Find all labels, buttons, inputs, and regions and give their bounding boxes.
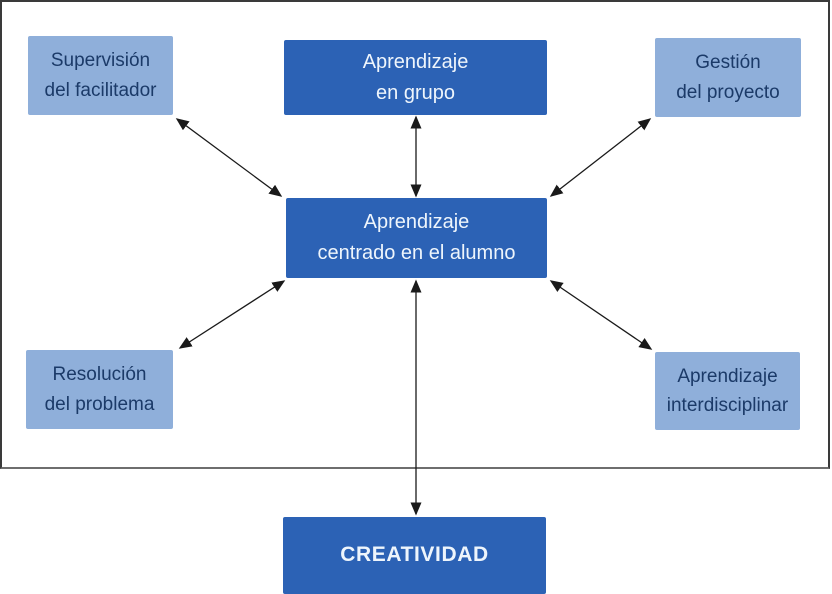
node-label: Aprendizaje centrado en el alumno — [317, 211, 516, 264]
node-label: Supervisión del facilitador — [44, 50, 157, 101]
node-supervision-del-facilitador: Supervisión del facilitador — [28, 36, 173, 115]
node-gestion-del-proyecto: Gestión del proyecto — [655, 38, 801, 117]
node-aprendizaje-centrado-en-el-alumno: Aprendizaje centrado en el alumno — [286, 198, 547, 278]
node-label: Gestión del proyecto — [676, 52, 780, 103]
node-creatividad: CREATIVIDAD — [283, 517, 546, 594]
node-resolucion-del-problema: Resolución del problema — [26, 350, 173, 429]
node-label: CREATIVIDAD — [340, 543, 489, 567]
node-aprendizaje-interdisciplinar: Aprendizaje interdisciplinar — [655, 352, 800, 430]
node-label: Aprendizaje interdisciplinar — [666, 365, 789, 416]
node-label: Aprendizaje en grupo — [362, 50, 469, 104]
node-label: Resolución del problema — [44, 364, 155, 415]
node-aprendizaje-en-grupo: Aprendizaje en grupo — [284, 40, 547, 115]
